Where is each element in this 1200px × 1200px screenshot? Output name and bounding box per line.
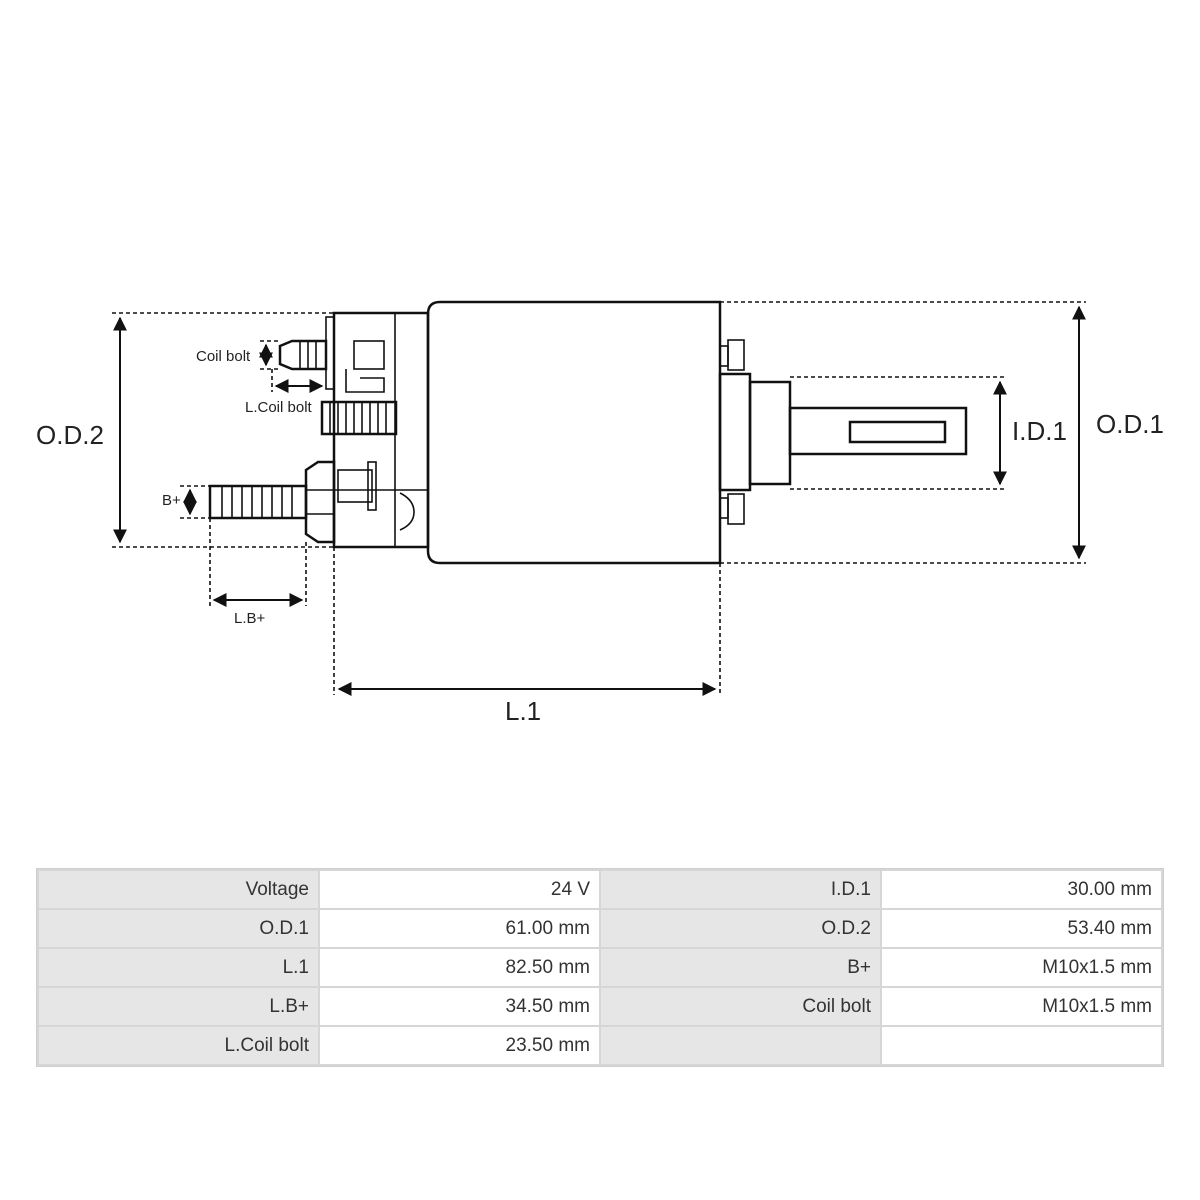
od1-label: O.D.1 <box>1096 409 1164 439</box>
b-plus-label: B+ <box>162 492 181 509</box>
plunger-assembly <box>718 339 968 525</box>
l1-label: L.1 <box>505 696 541 726</box>
spec-value: 34.50 mm <box>320 988 599 1025</box>
spec-key: O.D.2 <box>601 910 880 947</box>
spec-value: 30.00 mm <box>882 871 1161 908</box>
spec-key: L.1 <box>39 949 318 986</box>
table-row: Voltage 24 V I.D.1 30.00 mm <box>39 871 1161 908</box>
solenoid-body <box>426 300 722 565</box>
coil-bolt <box>278 339 328 371</box>
table-row: L.1 82.50 mm B+ M10x1.5 mm <box>39 949 1161 986</box>
dimension-extension-lines <box>112 301 1086 695</box>
spec-value: 23.50 mm <box>320 1027 599 1064</box>
spec-key: O.D.1 <box>39 910 318 947</box>
od2-label: O.D.2 <box>36 420 104 450</box>
spec-key: Coil bolt <box>601 988 880 1025</box>
terminal-cap <box>325 311 430 549</box>
spec-value: 82.50 mm <box>320 949 599 986</box>
spec-key: L.Coil bolt <box>39 1027 318 1064</box>
spec-key: B+ <box>601 949 880 986</box>
b-plus-terminal <box>208 460 377 544</box>
spec-value: 24 V <box>320 871 599 908</box>
spec-key: I.D.1 <box>601 871 880 908</box>
spec-value: M10x1.5 mm <box>882 988 1161 1025</box>
table-row: L.B+ 34.50 mm Coil bolt M10x1.5 mm <box>39 988 1161 1025</box>
spec-table: Voltage 24 V I.D.1 30.00 mm O.D.1 61.00 … <box>36 868 1164 1067</box>
l-coil-bolt-label: L.Coil bolt <box>245 399 313 416</box>
spec-key: L.B+ <box>39 988 318 1025</box>
coil-bolt-label: Coil bolt <box>196 348 251 365</box>
threaded-insert <box>320 400 398 436</box>
table-row: L.Coil bolt 23.50 mm <box>39 1027 1161 1064</box>
spec-key <box>601 1027 880 1064</box>
spec-value <box>882 1027 1161 1064</box>
spec-value: M10x1.5 mm <box>882 949 1161 986</box>
spec-value: 53.40 mm <box>882 910 1161 947</box>
id1-label: I.D.1 <box>1012 416 1067 446</box>
table-row: O.D.1 61.00 mm O.D.2 53.40 mm <box>39 910 1161 947</box>
spec-key: Voltage <box>39 871 318 908</box>
dimension-arrows <box>113 305 1086 696</box>
l-b-plus-label: L.B+ <box>234 610 266 627</box>
spec-value: 61.00 mm <box>320 910 599 947</box>
solenoid-diagram: O.D.2 O.D.1 I.D.1 L.1 Coil bolt L.Coil b… <box>36 300 1164 726</box>
